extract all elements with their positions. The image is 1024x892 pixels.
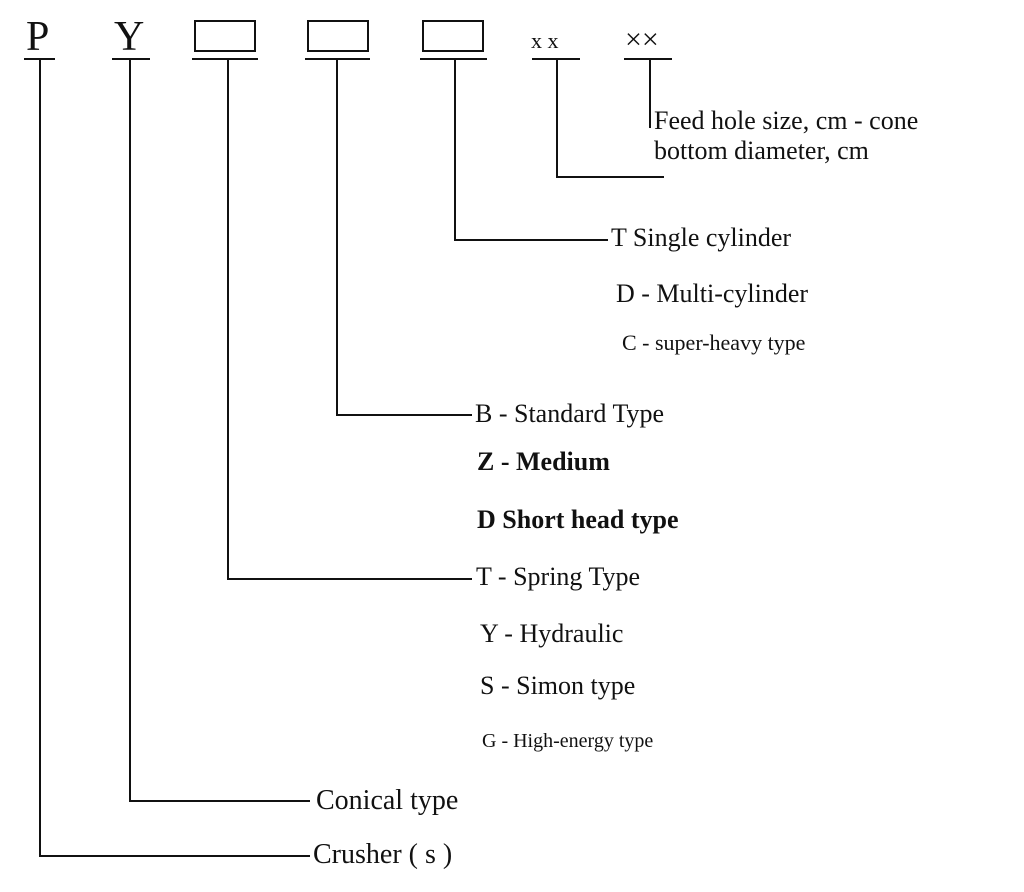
label-crusher: Crusher ( s ) xyxy=(313,839,453,871)
code-box-3 xyxy=(422,20,484,52)
label-multi-cylinder: D - Multi-cylinder xyxy=(616,279,809,308)
code-box-2 xyxy=(307,20,369,52)
connector-y xyxy=(129,59,310,802)
label-high-energy: G - High-energy type xyxy=(482,730,654,752)
connector-p xyxy=(39,59,310,857)
code-box-1 xyxy=(194,20,256,52)
connector-box-2 xyxy=(336,59,472,416)
label-hydraulic: Y - Hydraulic xyxy=(480,619,624,648)
code-y: Y xyxy=(114,14,145,60)
connector-xx-small xyxy=(556,59,664,178)
label-super-heavy: C - super-heavy type xyxy=(622,330,806,355)
label-feed-hole-size: Feed hole size, cm - cone xyxy=(654,106,919,135)
label-medium: Z - Medium xyxy=(477,447,610,476)
code-xx-large: ×× xyxy=(625,23,659,56)
label-crusher-suffix: ( s ) xyxy=(408,839,453,870)
label-conical-type: Conical type xyxy=(316,785,459,816)
label-spring-type: T - Spring Type xyxy=(476,562,641,591)
code-p: P xyxy=(26,14,50,60)
label-feed-hole-size-line2: bottom diameter, cm xyxy=(654,136,869,165)
connector-box-3 xyxy=(454,59,608,241)
label-short-head: D Short head type xyxy=(477,505,679,534)
connector-box-1 xyxy=(227,59,472,580)
label-single-cylinder: T Single cylinder xyxy=(611,223,792,252)
code-xx-small: x x xyxy=(531,28,559,53)
label-crusher-text: Crusher xyxy=(313,839,402,870)
label-standard-type: B - Standard Type xyxy=(475,399,665,428)
label-simon-type: S - Simon type xyxy=(480,671,636,700)
